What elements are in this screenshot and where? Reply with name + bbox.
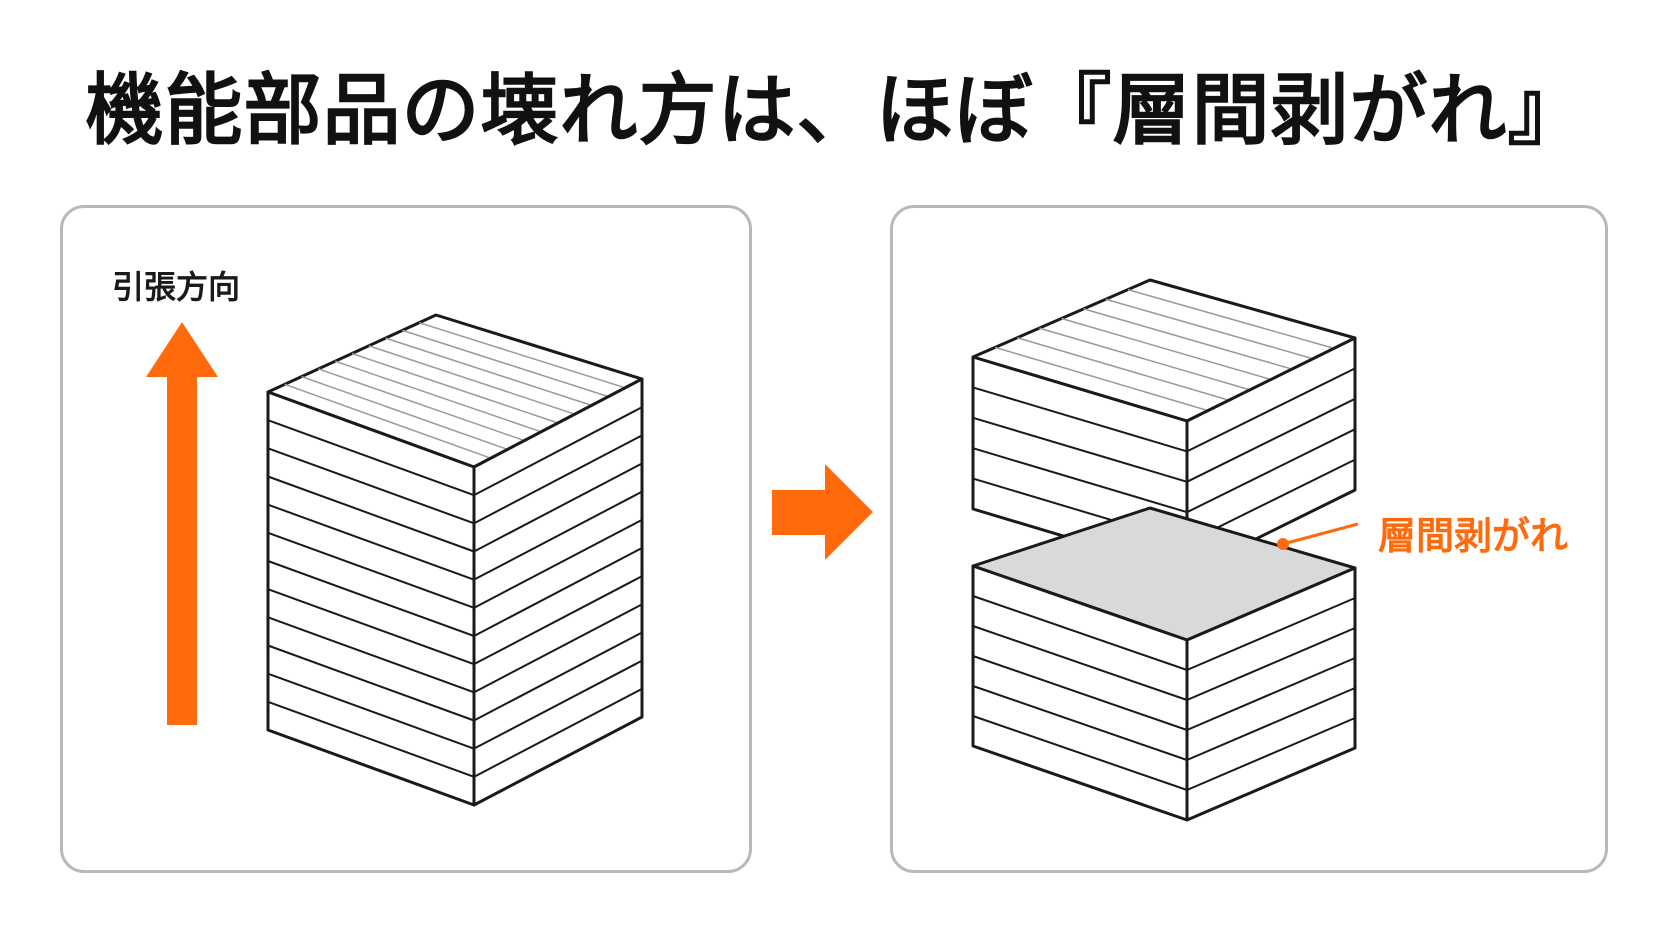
transition-arrow-icon: [772, 464, 873, 560]
page-title: 機能部品の壊れ方は、ほぼ『層間剥がれ』: [85, 66, 1587, 156]
delamination-label: 層間剥がれ: [1378, 514, 1569, 558]
intact-laminate-block: [266, 313, 644, 807]
lower-laminate-block: [971, 506, 1357, 822]
tension-direction-label: 引張方向: [112, 268, 241, 306]
tension-arrow-icon: [146, 322, 218, 725]
delamination-leader-line: [1277, 522, 1359, 550]
